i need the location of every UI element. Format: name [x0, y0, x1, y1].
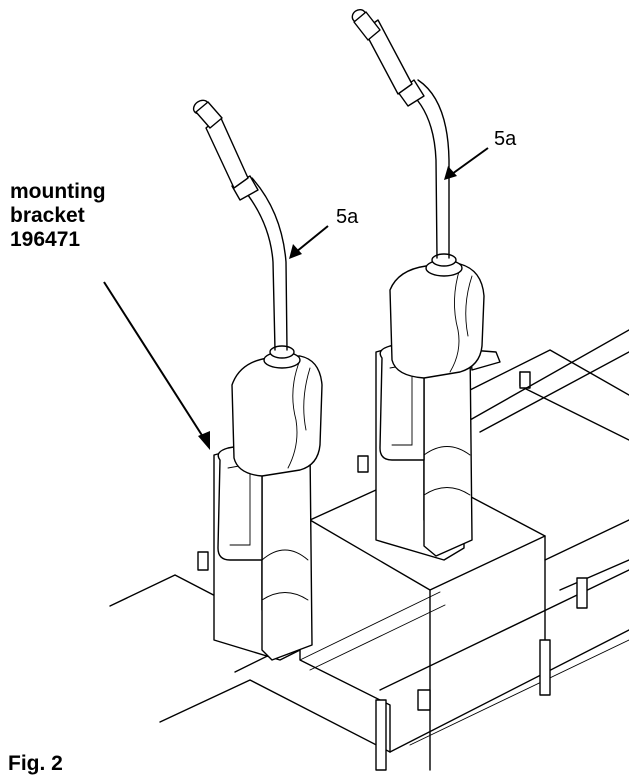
bracket-arrow [103, 281, 206, 441]
part-5a-left-arrowhead [289, 244, 302, 259]
figure-caption: Fig. 2 [8, 752, 63, 775]
bracket-label-line-3: 196471 [10, 228, 81, 251]
mounting-rack [109, 329, 629, 771]
bracket-label-line-2: bracket [10, 204, 85, 227]
mounting-bracket-label: mounting bracket 196471 [10, 180, 106, 252]
right-valve-assembly [351, 8, 501, 561]
part-5a-right-label: 5a [494, 128, 517, 150]
bracket-label-line-1: mounting [10, 180, 106, 203]
part-5a-right-arrowhead [444, 166, 457, 180]
part-5a-right-arrow [451, 147, 489, 175]
callout-arrows [103, 147, 489, 450]
bracket-arrowhead [198, 431, 210, 450]
left-valve-assembly [192, 99, 323, 661]
part-5a-left-label: 5a [336, 206, 359, 228]
part-5a-left-arrow [295, 225, 329, 253]
